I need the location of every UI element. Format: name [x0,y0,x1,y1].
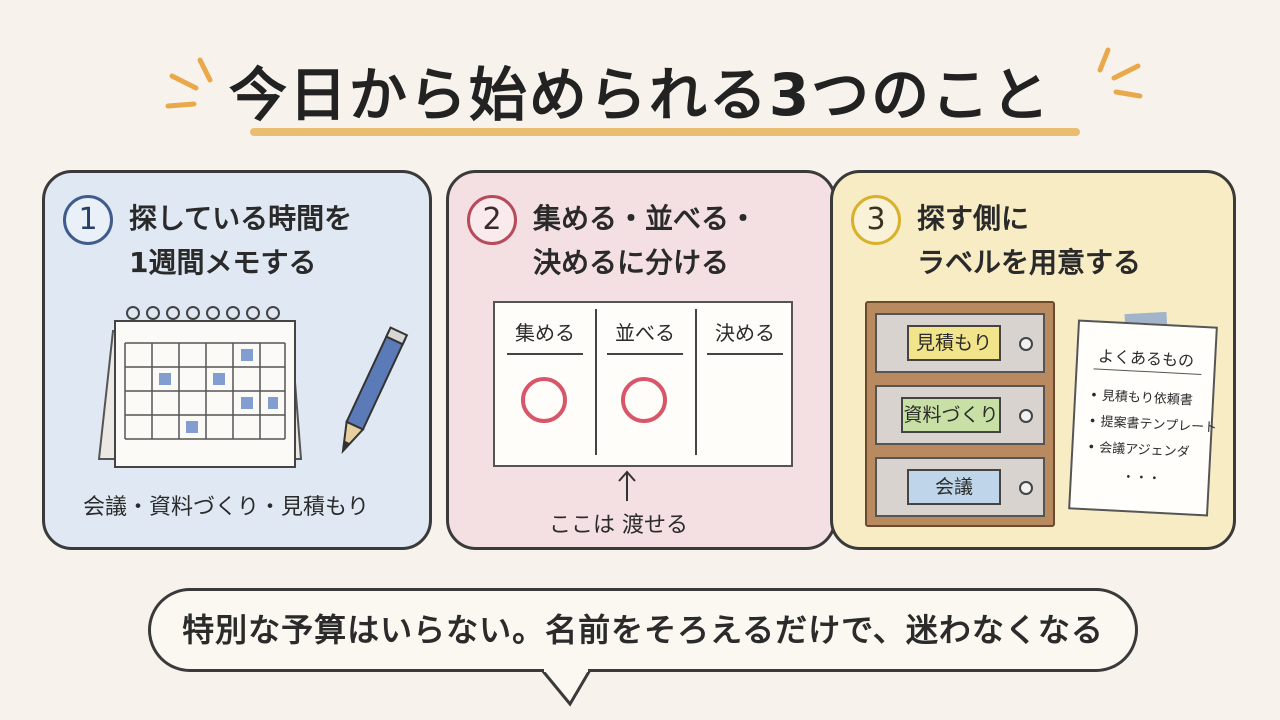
header-underline [707,353,783,355]
shelf: 見積もり 資料づくり 会議 [865,301,1055,527]
column-divider [595,309,597,455]
drawer: 見積もり [875,313,1045,373]
card-2-caption: ここは 渡せる [549,513,688,538]
knob-icon [1019,481,1033,495]
title-underline [250,128,1080,136]
drawer-label: 資料づくり [901,397,1001,433]
sparkle-left-icon [165,57,213,109]
column-header: 決める [715,321,775,345]
header-underline [507,353,583,355]
note-item: • 会議アジェンダ [1086,440,1190,461]
calendar-icon [97,306,303,468]
note-item: • 提案書テンプレート [1088,414,1218,436]
drawer: 資料づくり [875,385,1045,445]
column-header: 並べる [615,321,675,345]
sorting-board: 集める 並べる 決める [493,301,793,467]
card-title-line1: 探している時間を [129,202,353,235]
card-2: 2 集める・並べる・ 決めるに分ける 集める 並べる 決める ここは 渡せる [446,170,836,550]
circle-mark-icon [521,377,567,423]
note-item: • 見積もり依頼書 [1089,388,1194,409]
card-number: 1 [63,195,113,245]
page-title: 今日から始められる3つのこと [228,61,1052,129]
column-divider [695,309,697,455]
card-title-line2: ラベルを用意する [917,246,1142,279]
note-item: ・・・ [1121,469,1162,488]
card-number: 3 [851,195,901,245]
card-title: 探す側に ラベルを用意する [917,197,1223,285]
column-header: 集める [515,321,575,345]
card-1: 1 探している時間を 1週間メモする [42,170,432,550]
bubble-text: 特別な予算はいらない。名前をそろえるだけで、迷わなくなる [182,611,1104,649]
drawer-label: 会議 [907,469,1001,505]
drawer-label: 見積もり [907,325,1001,361]
circle-mark-icon [621,377,667,423]
card-title-line2: 決めるに分ける [533,246,730,279]
card-3: 3 探す側に ラベルを用意する 見積もり 資料づくり 会議 よくあるもの • 見… [830,170,1236,550]
pencil-icon [341,326,409,454]
card-number: 2 [467,195,517,245]
card-title-line2: 1週間メモする [129,246,317,279]
arrow-up-icon [618,470,636,501]
header-underline [607,353,683,355]
sparkle-right-icon [1097,47,1143,99]
card-title-line1: 集める・並べる・ [533,202,758,235]
knob-icon [1019,409,1033,423]
drawer: 会議 [875,457,1045,517]
card-title-line1: 探す側に [917,202,1030,235]
sticky-note: よくあるもの • 見積もり依頼書 • 提案書テンプレート • 会議アジェンダ ・… [1068,319,1218,517]
card-1-caption: 会議・資料づくり・見積もり [83,495,370,520]
card-title: 集める・並べる・ 決めるに分ける [533,197,823,285]
speech-bubble: 特別な予算はいらない。名前をそろえるだけで、迷わなくなる [148,588,1138,672]
speech-bubble-tail [540,668,592,707]
card-title: 探している時間を 1週間メモする [129,197,419,285]
knob-icon [1019,337,1033,351]
